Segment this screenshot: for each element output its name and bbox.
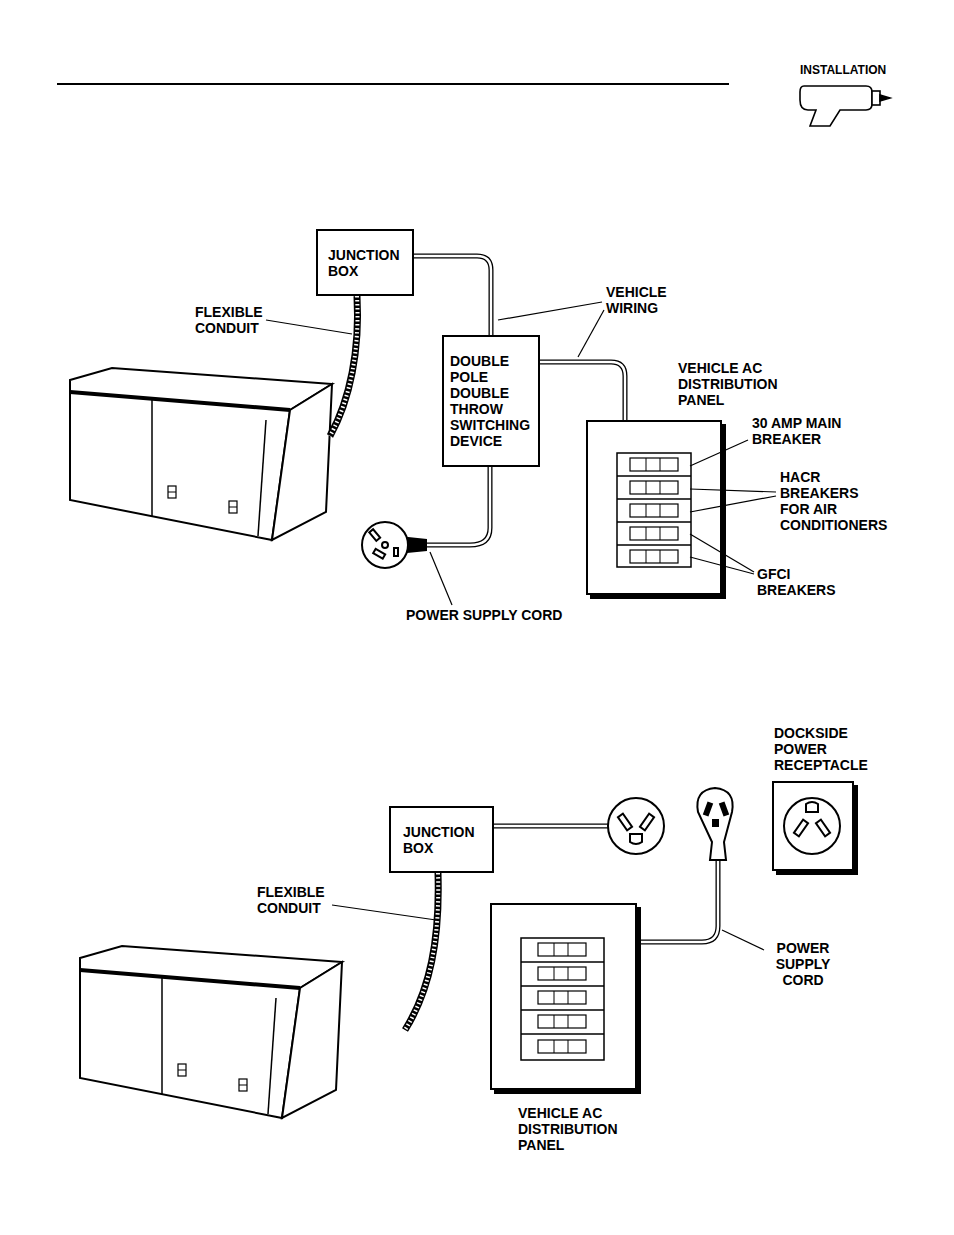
panel-heading: VEHICLE AC DISTRIBUTION PANEL [518,1105,638,1153]
panel-heading: VEHICLE AC DISTRIBUTION PANEL [678,360,798,408]
component-box: DOUBLE POLE DOUBLE THROW SWITCHING DEVIC… [442,335,540,467]
callout-label: POWER SUPPLY CORD [406,607,576,623]
section-tag: INSTALLATION [800,63,910,77]
panel-box: VEHICLE AC DISTRIBUTION PANEL [490,903,637,1090]
vehicle-wire [414,256,491,335]
callout-label: FLEXIBLE CONDUIT [257,884,337,916]
box-text: JUNCTION BOX [403,824,480,856]
box-text: DOUBLE POLE DOUBLE THROW SWITCHING DEVIC… [450,353,532,449]
callout-label: VEHICLE WIRING [606,284,678,316]
callout-label: HACR BREAKERS FOR AIR CONDITIONERS [780,469,855,533]
wire-stroke [540,362,625,420]
generator [70,368,332,540]
receptacle [608,798,840,854]
panel-box: VEHICLE AC DISTRIBUTION PANEL [586,420,722,595]
panel-heading: DOCKSIDE POWER RECEPTACLE [774,725,894,773]
callout-label: GFCI BREAKERS [757,566,842,598]
callout-label: POWER SUPPLY CORD [768,940,838,988]
component-box: JUNCTION BOX [316,229,414,296]
wire-stroke [414,256,491,335]
callout-label: FLEXIBLE CONDUIT [195,304,275,336]
flexible-conduit [330,296,438,1030]
breakers [521,453,691,1060]
generator [80,946,342,1118]
panel-box: DOCKSIDE POWER RECEPTACLE [772,781,854,871]
box-text: JUNCTION BOX [328,247,402,279]
vehicle-wire [540,362,625,420]
component-box: JUNCTION BOX [389,806,494,873]
callout-label: 30 AMP MAIN BREAKER [752,415,877,447]
header-rule [57,83,729,85]
wire-stroke [540,362,625,420]
drill-icon [800,86,890,126]
wire-stroke [414,256,491,335]
